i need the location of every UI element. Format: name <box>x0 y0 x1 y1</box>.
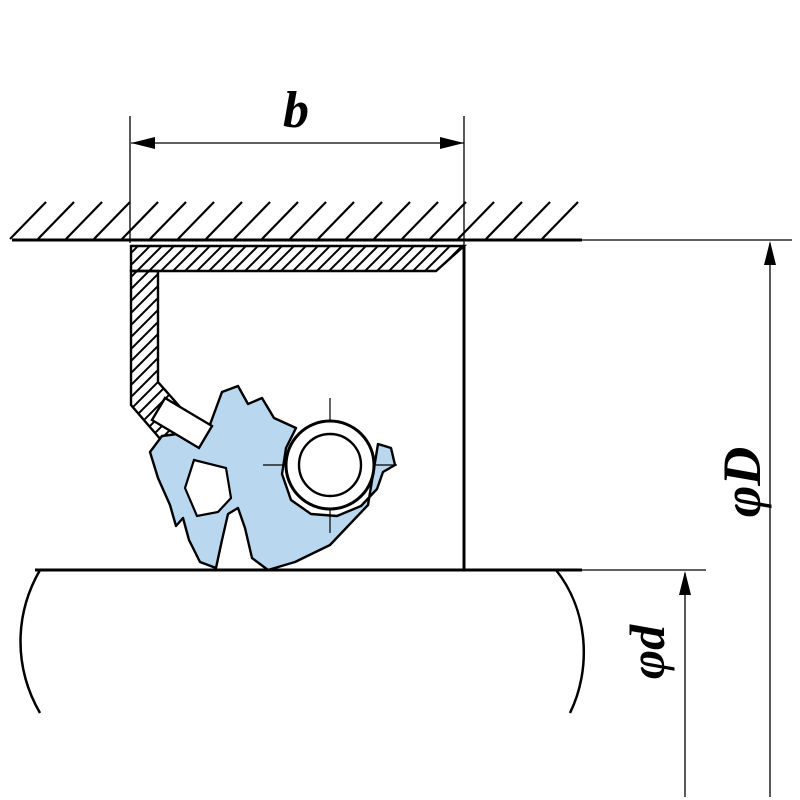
spring-inner-circle <box>297 432 363 498</box>
lip-cavity <box>183 458 233 518</box>
dimension-phi-D: φD <box>712 241 776 797</box>
dimension-phi-d: φd <box>619 571 691 797</box>
dim-b-label: b <box>283 82 309 139</box>
rubber-seal-lip <box>148 384 397 572</box>
housing-surface <box>9 201 792 242</box>
dim-b-arrow-right <box>440 137 464 149</box>
shaft <box>19 568 706 714</box>
shaft-break-left <box>19 569 42 714</box>
dimension-b: b <box>129 82 465 256</box>
shaft-break-right <box>555 569 585 714</box>
case-top-band <box>129 244 468 273</box>
dim-phiD-arrow <box>764 241 776 265</box>
dim-phid-label: φd <box>619 624 675 679</box>
housing-hatch-marks <box>9 201 579 240</box>
dim-phiD-label: φD <box>712 447 772 518</box>
dim-phid-arrow <box>679 571 691 595</box>
dim-b-arrow-left <box>131 137 155 149</box>
metal-case-end <box>150 396 214 450</box>
garter-spring <box>263 398 397 533</box>
